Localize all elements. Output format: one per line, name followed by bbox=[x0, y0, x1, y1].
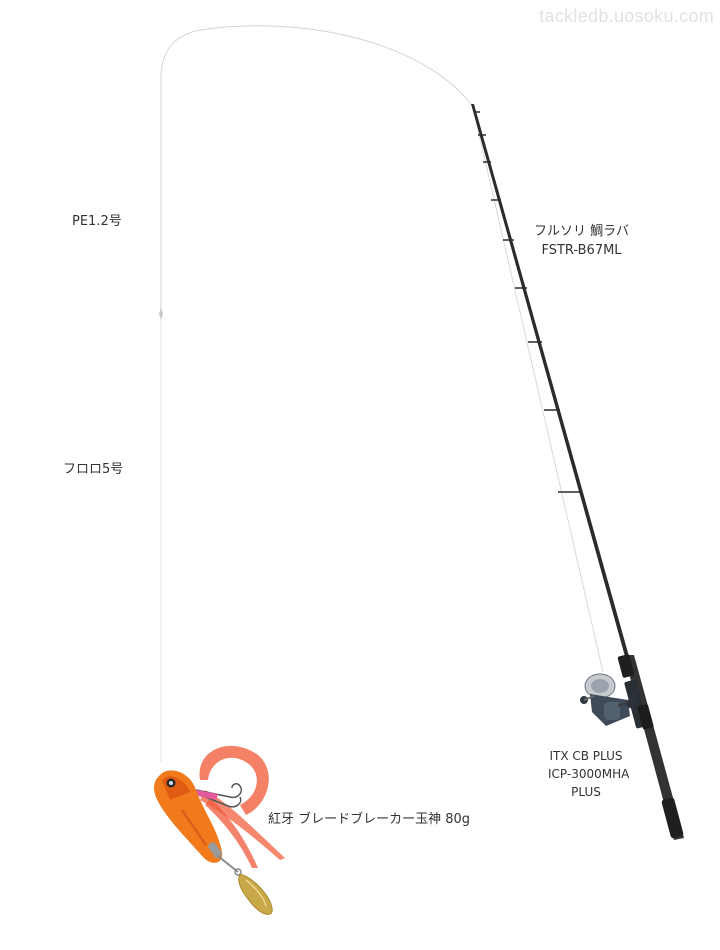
leader-label: フロロ5号 bbox=[63, 462, 124, 477]
rod-label: フルソリ 鯛ラバ FSTR-B67ML bbox=[534, 222, 629, 260]
mid-grip bbox=[637, 704, 654, 730]
lure-head bbox=[154, 770, 223, 863]
rod-guides bbox=[474, 111, 582, 493]
rod-name: フルソリ 鯛ラバ bbox=[534, 224, 630, 239]
main-line bbox=[160, 25, 472, 310]
fore-grip bbox=[617, 654, 635, 678]
hook-tie bbox=[196, 790, 218, 800]
reel-name-line2: ICP-3000MHA bbox=[548, 767, 630, 781]
rod-blank bbox=[471, 104, 630, 660]
line-knot bbox=[159, 307, 163, 320]
reel-name-line3: PLUS bbox=[571, 785, 601, 799]
lure-skirt bbox=[199, 745, 285, 868]
watermark: tackledb.uosoku.com bbox=[539, 6, 714, 26]
lure-hooks bbox=[195, 783, 242, 808]
rod-model: FSTR-B67ML bbox=[541, 243, 622, 258]
reel-name-line1: ITX CB PLUS bbox=[549, 749, 623, 763]
rear-grip bbox=[661, 797, 684, 839]
rod-guide-line bbox=[472, 107, 604, 673]
reel-label: ITX CB PLUS ICP-3000MHA PLUS bbox=[548, 747, 630, 801]
main-line-label: PE1.2号 bbox=[72, 214, 122, 229]
reel-icon bbox=[580, 673, 638, 726]
blade-icon bbox=[217, 855, 273, 915]
lure-label: 紅牙 ブレードブレーカー玉神 80g bbox=[268, 812, 471, 827]
